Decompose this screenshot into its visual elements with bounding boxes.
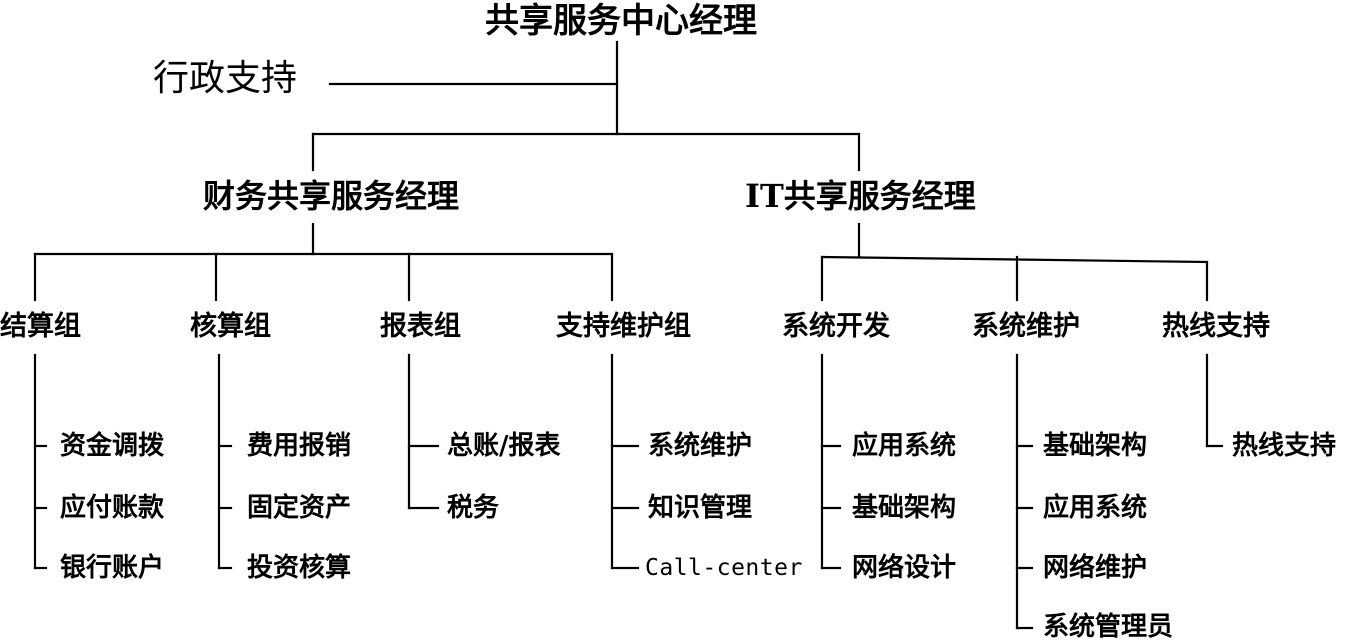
leaf-item: 总账/报表 bbox=[447, 431, 561, 461]
leaf-item: 知识管理 bbox=[648, 493, 753, 523]
leaf-item: 固定资产 bbox=[247, 493, 352, 523]
leaf-item: Call-center bbox=[645, 555, 803, 581]
admin-support-node: 行政支持 bbox=[153, 58, 298, 99]
leaf-item: 银行账户 bbox=[60, 553, 165, 583]
leaf-item: 热线支持 bbox=[1232, 431, 1337, 461]
finance-manager-node: 财务共享服务经理 bbox=[203, 177, 460, 215]
group-hotline-support: 热线支持 bbox=[1162, 311, 1270, 342]
leaf-item: 税务 bbox=[447, 493, 500, 523]
leaf-item: 系统维护 bbox=[648, 431, 753, 461]
it-manager-node: IT共享服务经理 bbox=[745, 177, 976, 215]
leaf-item: 资金调拨 bbox=[60, 431, 165, 461]
leaf-item: 应付账款 bbox=[60, 493, 165, 523]
leaf-item: 基础架构 bbox=[852, 493, 957, 523]
connector bbox=[820, 255, 1209, 264]
leaf-item: 应用系统 bbox=[852, 431, 957, 461]
leaf-item: 应用系统 bbox=[1043, 493, 1148, 523]
group-support-maintenance: 支持维护组 bbox=[556, 311, 691, 342]
group-system-development: 系统开发 bbox=[782, 311, 890, 342]
leaf-item: 投资核算 bbox=[247, 553, 352, 583]
group-reporting: 报表组 bbox=[380, 311, 461, 342]
leaf-item: 网络维护 bbox=[1043, 553, 1148, 583]
leaf-item: 系统管理员 bbox=[1043, 612, 1174, 642]
group-accounting: 核算组 bbox=[190, 311, 271, 342]
group-settlement: 结算组 bbox=[0, 311, 81, 342]
root-node: 共享服务中心经理 bbox=[485, 1, 757, 41]
leaf-item: 基础架构 bbox=[1043, 431, 1148, 461]
leaf-item: 网络设计 bbox=[852, 553, 957, 583]
leaf-item: 费用报销 bbox=[247, 431, 352, 461]
group-system-maintenance: 系统维护 bbox=[972, 311, 1080, 342]
